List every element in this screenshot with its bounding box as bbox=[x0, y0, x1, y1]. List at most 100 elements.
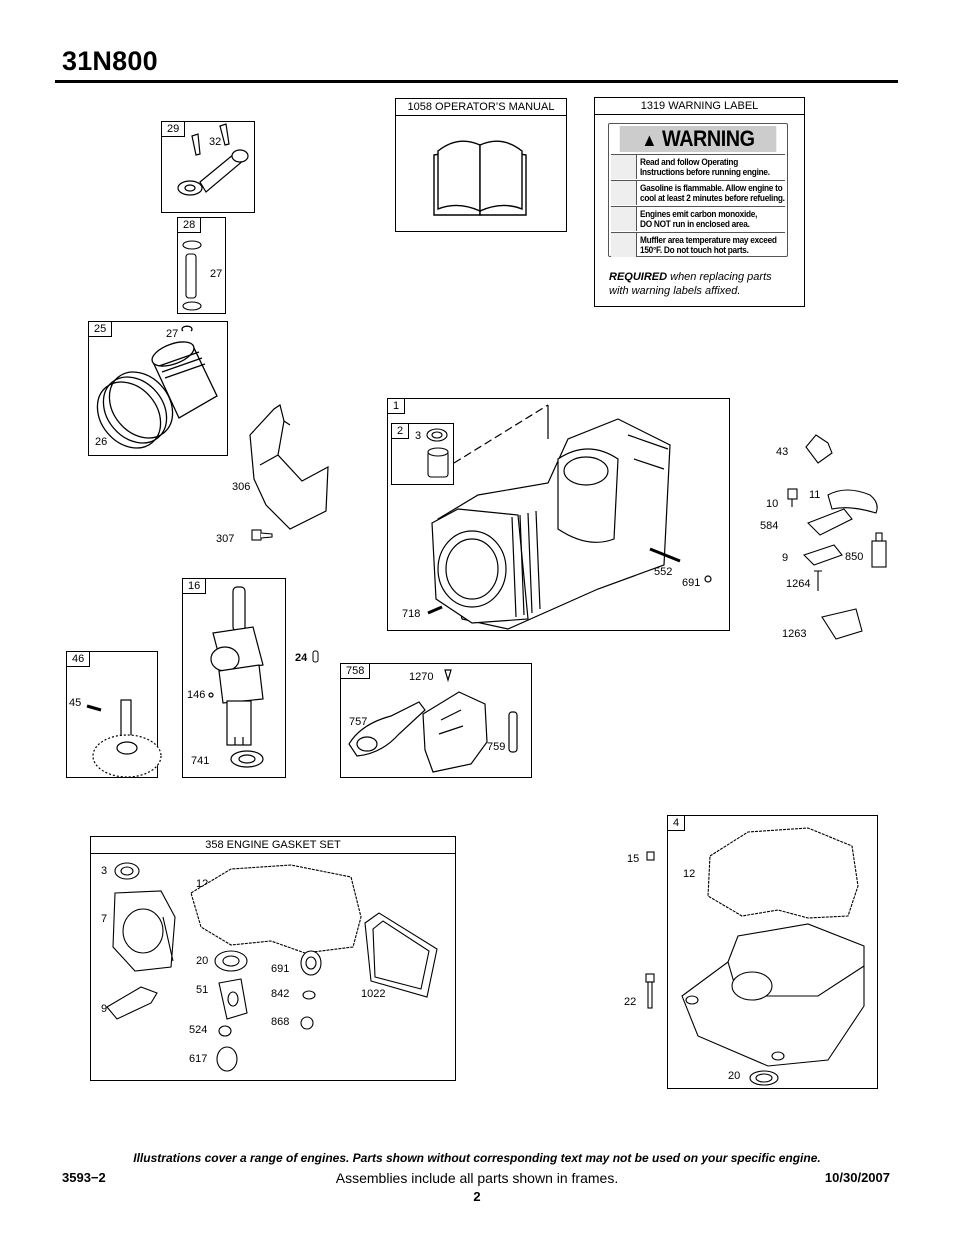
part-label: 26 bbox=[95, 436, 108, 448]
warning-heading: ▲ WARNING bbox=[619, 126, 777, 152]
part-label: 1270 bbox=[409, 671, 434, 683]
frame-29: 29 32 bbox=[161, 121, 255, 213]
part-label: 27 bbox=[210, 268, 223, 280]
title-rule bbox=[55, 80, 898, 83]
part-label: 691 bbox=[271, 963, 290, 975]
part-label: 27 bbox=[166, 328, 179, 340]
dowel-icon bbox=[312, 650, 319, 663]
part-label: 20 bbox=[196, 955, 209, 967]
part-label: 7 bbox=[101, 913, 108, 925]
part-label: 10 bbox=[766, 498, 779, 510]
part-label: 307 bbox=[216, 533, 235, 545]
fumes-icon bbox=[611, 207, 637, 231]
frame-tag: 16 bbox=[183, 579, 207, 594]
part-label: 718 bbox=[402, 608, 421, 620]
frame-tag: 25 bbox=[89, 322, 113, 337]
part-label: 43 bbox=[776, 446, 789, 458]
book-icon bbox=[433, 140, 527, 216]
part-label: 757 bbox=[349, 716, 368, 728]
part-label: 24 bbox=[295, 652, 308, 664]
part-label: 617 bbox=[189, 1053, 208, 1065]
frame-header: 1319 WARNING LABEL bbox=[595, 98, 804, 115]
connecting-rod-illustration bbox=[177, 123, 249, 196]
seal-icon bbox=[426, 428, 449, 478]
frame-16-crankshaft: 16 146 741 bbox=[182, 578, 286, 778]
part-label: 3 bbox=[415, 430, 422, 442]
gaskets-illustration bbox=[106, 862, 438, 1072]
frame-1-cylinder-assembly: 1 2 3 552 691 718 bbox=[387, 398, 730, 631]
page-number: 2 bbox=[473, 1189, 481, 1204]
camshaft-gear-illustration bbox=[86, 699, 162, 778]
part-label: 22 bbox=[624, 996, 637, 1008]
part-label: 32 bbox=[209, 136, 222, 148]
part-label: 691 bbox=[682, 577, 701, 589]
hot-surface-icon bbox=[611, 233, 637, 257]
screw-icon bbox=[251, 529, 273, 541]
frame-758-governor: 758 1270 757 759 bbox=[340, 663, 532, 778]
disclaimer: Illustrations cover a range of engines. … bbox=[133, 1151, 821, 1165]
governor-parts-illustration bbox=[348, 669, 518, 773]
frame-tag: 28 bbox=[178, 218, 202, 233]
part-label: 850 bbox=[845, 551, 864, 563]
part-label: 868 bbox=[271, 1016, 290, 1028]
part-label: 1263 bbox=[782, 628, 807, 640]
part-label: 1264 bbox=[786, 578, 811, 590]
frame-header: 1058 OPERATOR’S MANUAL bbox=[396, 99, 566, 116]
operators-manual-frame: 1058 OPERATOR’S MANUAL bbox=[395, 98, 567, 232]
piston-rings-illustration bbox=[96, 325, 218, 449]
manual-icon bbox=[611, 155, 637, 179]
piston-pin-illustration bbox=[182, 240, 202, 311]
part-label: 9 bbox=[101, 1003, 108, 1015]
engine-sump-illustration bbox=[681, 827, 865, 1086]
part-label: 3 bbox=[101, 865, 108, 877]
part-label: 1022 bbox=[361, 988, 386, 1000]
part-label: 51 bbox=[196, 984, 209, 996]
warning-row: Engines emit carbon monoxide,DO NOT run … bbox=[611, 206, 785, 232]
part-label: 45 bbox=[69, 697, 82, 709]
part-label: 9 bbox=[782, 552, 789, 564]
frame-2: 2 3 bbox=[391, 423, 454, 485]
part-label: 306 bbox=[232, 481, 251, 493]
document-code: 3593−2 bbox=[62, 1170, 106, 1185]
part-label: 552 bbox=[654, 566, 673, 578]
assembly-note: Assemblies include all parts shown in fr… bbox=[335, 1170, 619, 1186]
frame-tag: 2 bbox=[392, 424, 410, 439]
warning-label-frame: 1319 WARNING LABEL ▲ WARNING Read and fo… bbox=[594, 97, 805, 307]
part-label: 12 bbox=[683, 868, 696, 880]
part-label: 741 bbox=[191, 755, 210, 767]
part-label: 20 bbox=[728, 1070, 741, 1082]
part-label: 11 bbox=[809, 489, 821, 501]
crankshaft-illustration bbox=[208, 586, 264, 768]
air-guide-illustration bbox=[249, 404, 329, 530]
document-date: 10/30/2007 bbox=[824, 1170, 890, 1185]
frame-46-camshaft: 46 45 bbox=[66, 651, 162, 778]
cylinder-block-illustration bbox=[427, 404, 712, 630]
fire-icon bbox=[611, 181, 637, 205]
warning-heading-text: WARNING bbox=[662, 126, 755, 151]
frame-tag: 29 bbox=[162, 122, 186, 137]
frame-4-sump: 4 12 20 bbox=[667, 815, 878, 1089]
part-label: 759 bbox=[487, 741, 506, 753]
bolts-illustration bbox=[645, 851, 655, 1009]
breather-parts-illustration bbox=[787, 434, 887, 640]
page-title: 31N800 bbox=[62, 46, 158, 76]
part-label: 15 bbox=[627, 853, 640, 865]
frame-tag: 4 bbox=[668, 816, 686, 831]
frame-28: 28 27 bbox=[177, 217, 226, 314]
frame-25: 25 27 26 bbox=[88, 321, 228, 456]
part-label: 842 bbox=[271, 988, 290, 1000]
part-label: 524 bbox=[189, 1024, 208, 1036]
frame-tag: 46 bbox=[67, 652, 91, 667]
part-label: 146 bbox=[187, 689, 206, 701]
warning-triangle-icon: ▲ bbox=[641, 130, 657, 150]
frame-tag: 1 bbox=[388, 399, 406, 414]
frame-tag: 758 bbox=[341, 664, 371, 679]
frame-header: 358 ENGINE GASKET SET bbox=[91, 837, 455, 854]
engine-gasket-set-frame: 358 ENGINE GASKET SET 3 12 7 20 691 51 8… bbox=[90, 836, 456, 1081]
part-label: 584 bbox=[760, 520, 779, 532]
